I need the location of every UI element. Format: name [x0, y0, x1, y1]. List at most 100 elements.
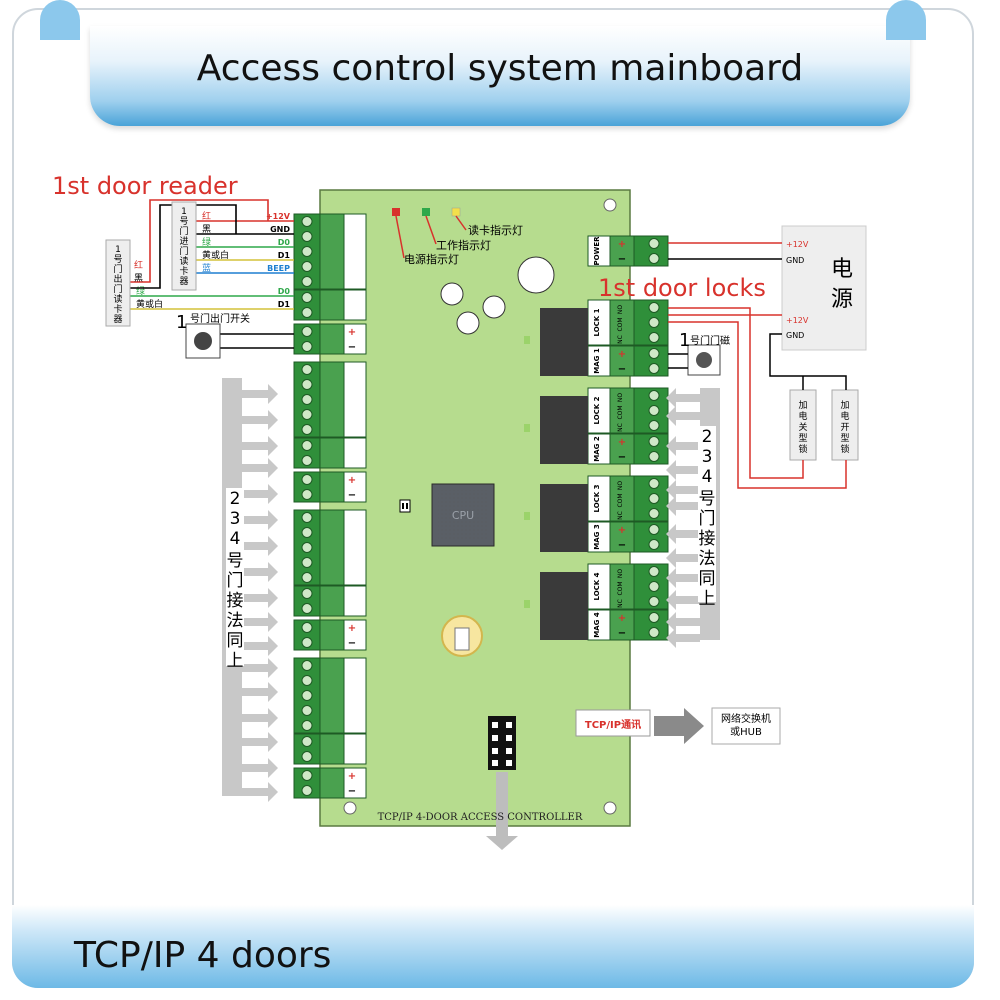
power-char: 电	[831, 257, 853, 282]
contact-label: COM	[617, 581, 624, 595]
arrow-head	[242, 536, 278, 556]
wire-color-label: 红	[134, 259, 143, 271]
work-led	[422, 208, 430, 216]
plus-sign: +	[618, 437, 626, 448]
lock-terminal-label: LOCK 4	[593, 572, 601, 600]
capacitor-3	[456, 311, 480, 335]
minus-sign: −	[348, 638, 356, 649]
screw-terminal	[301, 424, 313, 435]
lock-terminal-label: LOCK 3	[593, 484, 601, 512]
other-doors-label: 号	[699, 489, 716, 509]
arrow-head	[242, 658, 278, 678]
network-label: 网络交换机或HUB	[721, 712, 771, 738]
minus-sign: −	[348, 786, 356, 797]
screw-terminal	[648, 539, 660, 550]
out-reader-label: 卡	[113, 303, 122, 315]
screw-terminal	[301, 527, 313, 538]
contact-label: NC	[617, 423, 624, 432]
out-reader-label: 出	[113, 273, 122, 285]
screw-terminal	[648, 508, 660, 519]
terminal-header-left	[319, 289, 345, 321]
screw-terminal	[648, 627, 660, 638]
in-reader-label: 门	[179, 245, 188, 257]
battery-clip	[454, 627, 470, 651]
relay-led-2	[524, 424, 530, 432]
door-number: 3	[702, 447, 713, 467]
screw-terminal	[301, 409, 313, 420]
terminal-header-right	[609, 345, 635, 377]
wire-color-label: 绿	[136, 285, 145, 297]
tcpip-label: TCP/IP通讯	[585, 718, 641, 731]
mag-terminal-label: MAG 4	[593, 612, 601, 638]
network-arrow	[654, 708, 704, 744]
terminal-legend-left	[343, 471, 367, 503]
screw-terminal	[301, 690, 313, 701]
screw-terminal	[301, 489, 313, 500]
in-reader-box	[171, 201, 197, 291]
plus-sign: +	[348, 327, 356, 338]
plus-sign: +	[618, 239, 626, 250]
contact-label: COM	[617, 493, 624, 507]
out-reader-label: 器	[113, 314, 122, 325]
screw-terminal	[648, 566, 660, 577]
screw-terminal	[301, 455, 313, 466]
lock-close-label: 电	[798, 410, 807, 422]
other-doors-label: 上	[699, 589, 716, 609]
lock-gnd-label: GND	[786, 331, 804, 340]
screw-terminal	[301, 785, 313, 796]
lock-open-label: 型	[840, 433, 849, 444]
mount-hole-3	[603, 801, 617, 815]
lock-type-open-box	[831, 389, 859, 461]
screw-terminal	[301, 341, 313, 352]
lock-gnd-wire	[769, 333, 847, 390]
terminal-header-right	[609, 563, 635, 610]
lock-close-label: 锁	[798, 443, 807, 455]
screw-terminal	[301, 512, 313, 523]
terminal-legend-left	[343, 733, 367, 765]
contact-label: NO	[617, 393, 624, 402]
down-arrow	[486, 772, 518, 850]
lock-open-label: 电	[840, 410, 849, 422]
other-doors-label: 法	[227, 611, 244, 631]
wire-signal-label: D0	[278, 238, 291, 247]
minus-sign: −	[348, 342, 356, 353]
lock-open-label: 加	[840, 400, 849, 411]
terminal-header-left	[319, 619, 345, 651]
door-number: 4	[230, 529, 241, 549]
power-led-pointer	[395, 215, 405, 259]
in-reader-label: 门	[179, 225, 188, 237]
wire-signal-label: D1	[278, 300, 291, 309]
terminal-legend-left	[343, 767, 367, 799]
out-reader-label: 1	[115, 245, 121, 255]
mag-terminal-label: MAG 2	[593, 436, 601, 462]
minus-sign: −	[618, 628, 626, 639]
wire-color-label: 黑	[202, 224, 211, 235]
arrow-head	[242, 612, 278, 632]
wire-signal-label: BEEP	[267, 264, 290, 273]
arrow-head	[242, 458, 278, 478]
screw-terminal	[301, 751, 313, 762]
screw-terminal	[648, 436, 660, 447]
door-number: 3	[230, 509, 241, 529]
screw-terminal	[648, 420, 660, 431]
screw-terminal	[648, 317, 660, 328]
contact-label: NC	[617, 335, 624, 344]
in-reader-label: 卡	[179, 265, 188, 277]
power-plus-label: +12V	[786, 240, 809, 249]
cpu-die	[438, 490, 488, 540]
wire-color-label: 黄或白	[202, 249, 229, 261]
relay-3	[540, 484, 588, 552]
first-door-locks-label: 1st door locks	[598, 274, 766, 302]
mag-terminal-label: MAG 1	[593, 348, 601, 374]
other-doors-label: 接	[699, 529, 716, 549]
tcpip-box	[575, 709, 651, 737]
arrow-head	[666, 590, 700, 610]
mount-hole-1	[603, 198, 617, 212]
other-doors-label: 法	[699, 549, 716, 569]
screw-terminal	[301, 770, 313, 781]
arrow-head	[242, 484, 278, 504]
power-led	[392, 208, 400, 216]
in-reader-label: 进	[179, 236, 188, 247]
